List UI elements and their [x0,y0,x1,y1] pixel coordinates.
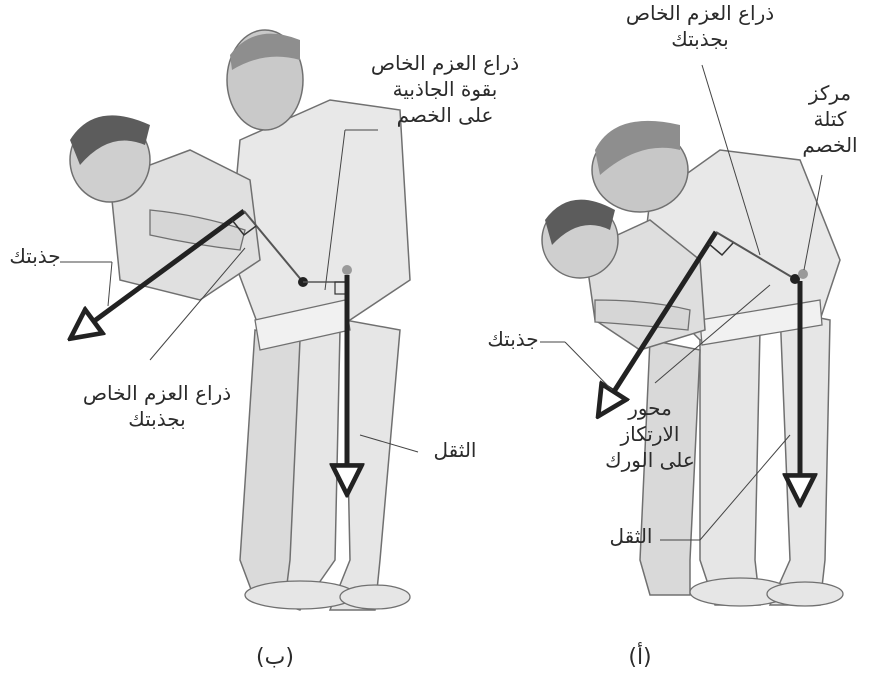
panel-a-com-point [798,269,808,279]
panel-a-pull-moment-arm-label: ذراع العزم الخاص بجذبتك [605,0,795,52]
panel-b-letter: (ب) [240,645,310,670]
panel-b-weight-label: الثقل [420,437,490,463]
panel-a-weight-label: الثقل [600,523,662,549]
panel-b-com-point [342,265,352,275]
panel-a-pivot-label: محور الارتكاز على الورك [590,395,710,473]
panel-a-pull-label: جذبتك [478,326,548,352]
panel-a-letter: (أ) [610,645,670,670]
panel-b-pull-moment-arm-label: ذراع العزم الخاص بجذبتك [62,380,252,432]
panel-b-pull-label: جذبتك [5,243,65,269]
panel-b-gravity-moment-arm-label: ذراع العزم الخاص بقوة الجاذبية على الخصم [345,50,545,128]
panel-a-center-of-mass-label: مركز كتلة الخصم [790,80,870,158]
panel-b-thrower-torso [230,100,410,330]
panel-a-thrower-legs [700,310,830,605]
panel-b-feet [245,581,355,609]
